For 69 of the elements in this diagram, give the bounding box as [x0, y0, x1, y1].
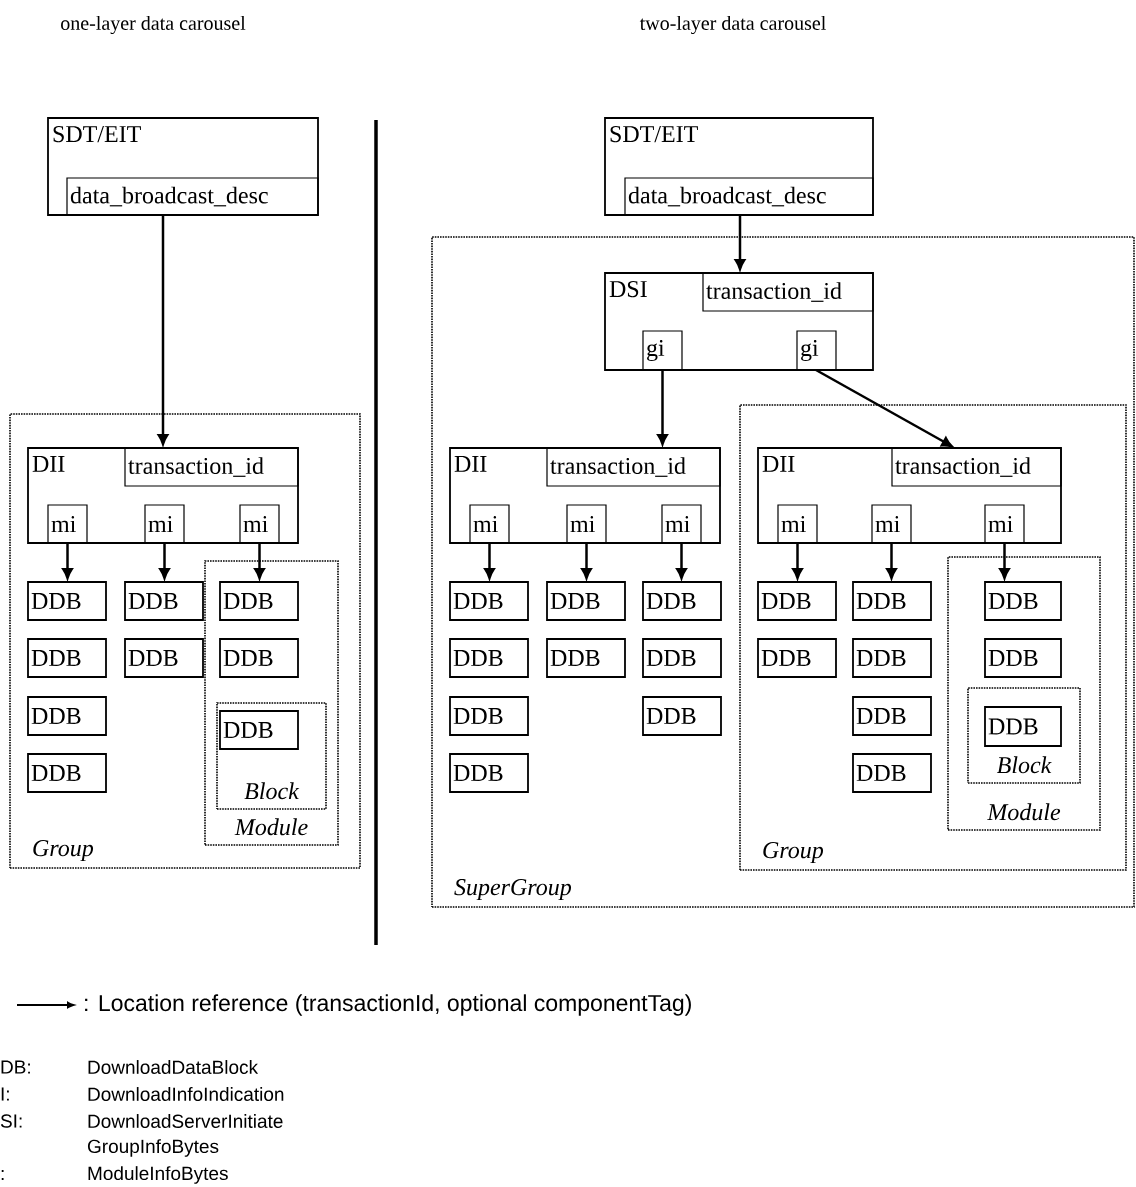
- abbreviation: :: [1, 1170, 4, 1181]
- abbreviation-meaning: DownloadInfoIndication: [88, 1087, 284, 1101]
- data-block-box: DDB: [546, 581, 626, 621]
- data-block-box: DDB: [984, 581, 1062, 621]
- arrow: [657, 370, 668, 446]
- abbreviation-meaning: DownloadServerInitiate: [88, 1114, 283, 1128]
- arrow: [886, 543, 897, 580]
- column-title: one-layer data carousel: [61, 15, 246, 35]
- field-box: mi: [871, 504, 912, 544]
- field-box: mi: [47, 504, 88, 544]
- field-box: transaction_id: [702, 272, 874, 312]
- legend-text: : Location reference (transactionId, optional componentTag): [85, 994, 691, 1016]
- arrow: [792, 543, 803, 580]
- field-box: transaction_id: [124, 447, 299, 487]
- data-block-box: DDB: [757, 581, 837, 621]
- data-block-box: DDB: [449, 581, 529, 621]
- arrow: [484, 543, 495, 580]
- field-box: mi: [984, 504, 1025, 544]
- data-block-box: DDB: [984, 706, 1062, 747]
- column-title: two-layer data carousel: [639, 15, 826, 35]
- data-block-box: DDB: [852, 638, 932, 678]
- data-block-box: DDB: [642, 581, 722, 621]
- data-block-box: DDB: [642, 638, 722, 678]
- field-box: transaction_id: [546, 447, 721, 487]
- field-box: mi: [661, 504, 702, 544]
- field-box: transaction_id: [891, 447, 1062, 487]
- data-block-box: DDB: [27, 696, 107, 736]
- field-box: gi: [796, 330, 837, 371]
- data-block-box: DDB: [27, 581, 107, 621]
- field-box: mi: [777, 504, 818, 544]
- arrow: [815, 368, 953, 448]
- arrow: [999, 543, 1010, 580]
- data-block-box: DDB: [757, 638, 837, 678]
- data-block-box: DDB: [219, 581, 299, 621]
- arrow: [581, 543, 592, 580]
- abbreviation: I:: [1, 1087, 9, 1101]
- data-block-box: DDB: [27, 638, 107, 678]
- data-block-box: DDB: [219, 710, 299, 750]
- data-block-box: DDB: [27, 753, 107, 793]
- abbreviation: SI:: [0, 1114, 22, 1128]
- data-block-box: DDB: [852, 753, 932, 793]
- arrow: [676, 543, 687, 580]
- abbreviation-meaning: GroupInfoBytes: [87, 1139, 219, 1157]
- field-box: gi: [642, 330, 683, 371]
- data-block-box: DDB: [642, 696, 722, 736]
- data-block-box: DDB: [449, 696, 529, 736]
- abbreviation: DB:: [1, 1060, 30, 1074]
- abbreviation-meaning: ModuleInfoBytes: [88, 1166, 228, 1184]
- data-block-box: DDB: [852, 696, 932, 736]
- field-box: mi: [566, 504, 607, 544]
- field-box: mi: [239, 504, 280, 544]
- field-box: mi: [469, 504, 510, 544]
- arrow: [157, 215, 169, 446]
- field-box: mi: [144, 504, 185, 544]
- data-block-box: DDB: [124, 638, 204, 678]
- abbreviation-meaning: DownloadDataBlock: [88, 1060, 259, 1074]
- data-block-box: DDB: [124, 581, 204, 621]
- arrow: [62, 543, 73, 580]
- data-block-box: DDB: [449, 753, 529, 793]
- data-block-box: DDB: [984, 638, 1062, 678]
- data-block-box: DDB: [852, 581, 932, 621]
- field-box: data_broadcast_desc: [624, 177, 874, 216]
- data-block-box: DDB: [449, 638, 529, 678]
- data-block-box: DDB: [546, 638, 626, 678]
- arrow: [159, 543, 170, 580]
- arrow: [254, 543, 265, 580]
- field-box: data_broadcast_desc: [66, 177, 319, 216]
- arrow: [734, 215, 746, 271]
- data-block-box: DDB: [219, 638, 299, 678]
